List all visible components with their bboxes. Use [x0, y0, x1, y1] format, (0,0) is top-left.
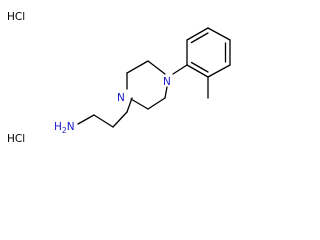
bond-cr-n2 [164, 86, 168, 99]
bond-c3-n1 [126, 97, 133, 113]
amine-label: H2N [54, 121, 75, 135]
bond-c1-c2 [93, 114, 114, 128]
bond-n2-aryl [172, 64, 188, 75]
amine-h: H [54, 121, 62, 133]
piperazine-n2-label: N [163, 76, 171, 88]
amine-n: N [67, 121, 75, 133]
benzene-ring [186, 27, 231, 78]
bond-cb1-ct1 [126, 60, 149, 74]
chemical-structure: HCl HCl H2N N N [7, 11, 231, 145]
bond-n1-cb2 [130, 98, 149, 110]
bond-amine-c1 [77, 114, 95, 125]
amine-subscript: 2 [62, 126, 67, 135]
piperazine-n1-label: N [117, 92, 125, 104]
bond-cb2-cr [147, 97, 166, 110]
bond-ct1-n2 [147, 60, 166, 75]
hcl-label-bottom: HCl [7, 133, 25, 145]
hcl-label-top: HCl [7, 11, 25, 23]
bond-c2-c3 [112, 111, 128, 128]
